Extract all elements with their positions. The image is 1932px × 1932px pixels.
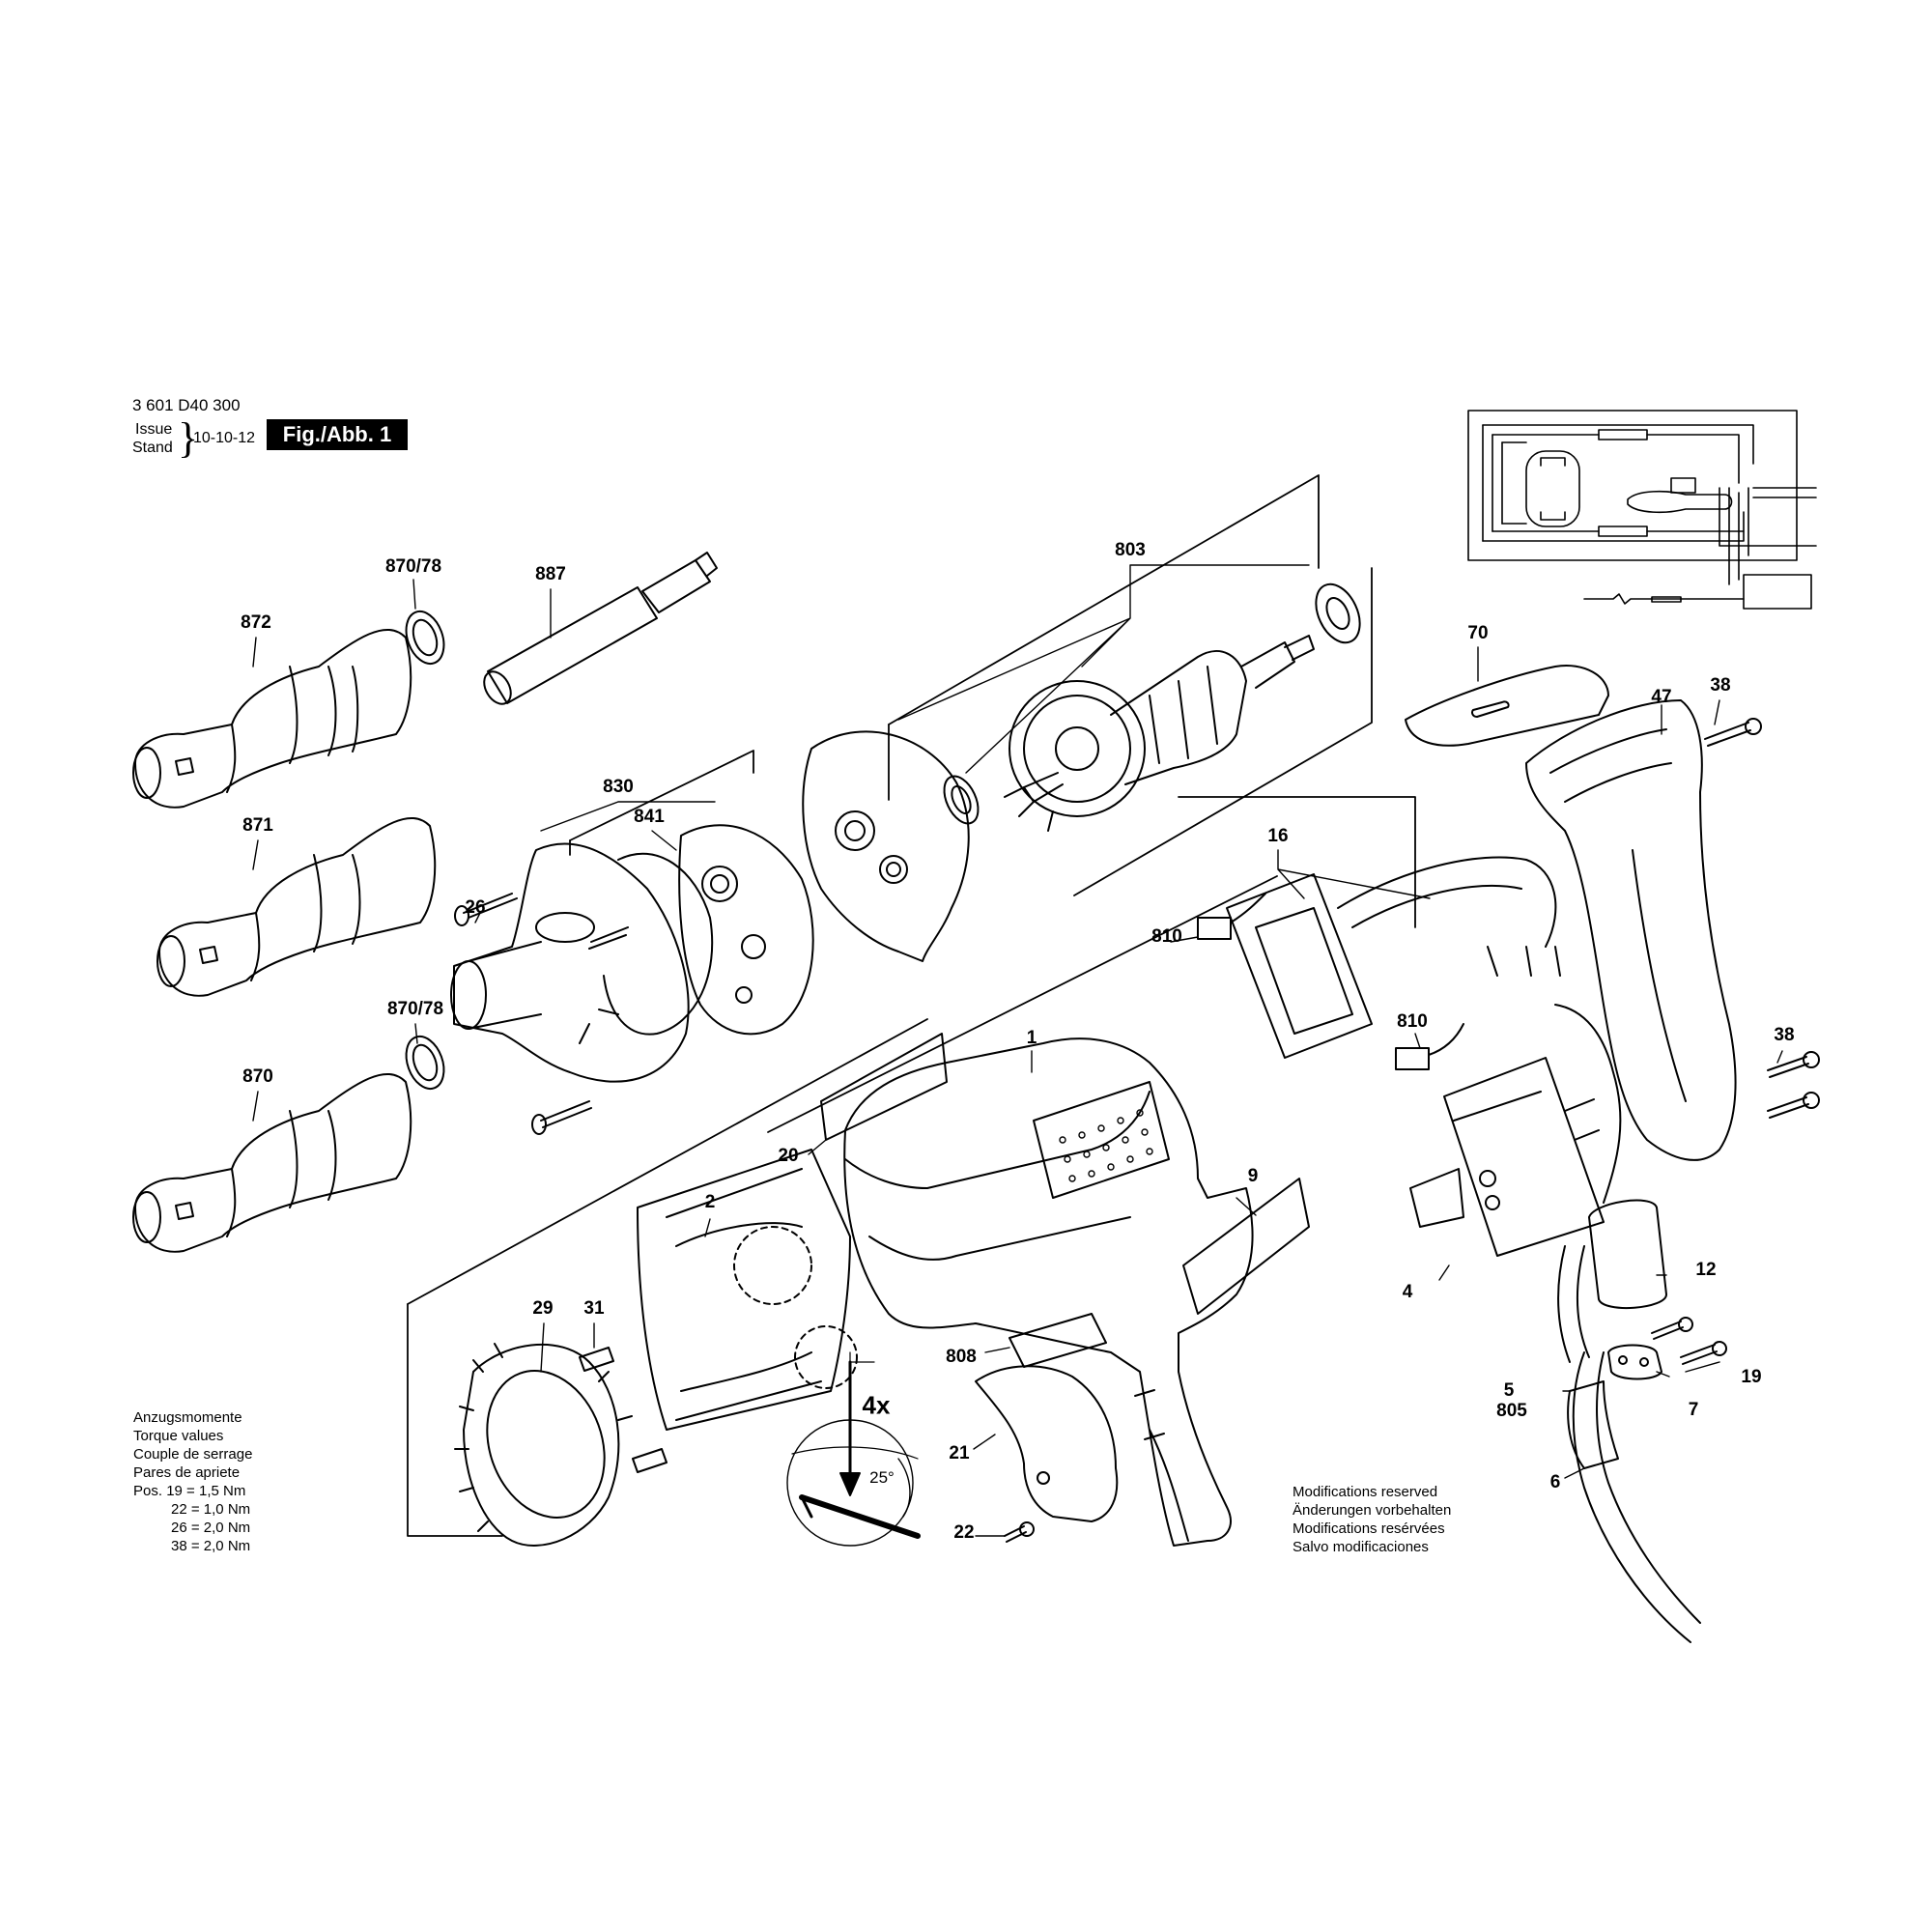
- detail-angle: 25°: [869, 1468, 895, 1487]
- callout-803: 803: [1115, 540, 1146, 560]
- handle-cover-21: [975, 1365, 1119, 1522]
- callout-872: 872: [241, 612, 271, 633]
- stand-label: Stand: [132, 440, 173, 456]
- torque-line: Torque values: [133, 1428, 224, 1444]
- callout-841: 841: [634, 807, 665, 827]
- callout-26: 26: [465, 897, 486, 918]
- callout-20: 20: [778, 1146, 799, 1166]
- wiring-schematic: [1467, 410, 1817, 610]
- seal-ring-870-78-bottom: [405, 1035, 445, 1091]
- field-winding-2: [637, 1149, 858, 1431]
- callout-29: 29: [532, 1298, 554, 1319]
- callout-2: 2: [704, 1192, 716, 1212]
- callout-21: 21: [949, 1443, 970, 1463]
- figure-badge: Fig./Abb. 1: [267, 419, 408, 450]
- torque-values-block: Anzugsmomente Torque values Couple de se…: [133, 1408, 252, 1555]
- torque-row: Pos. 19 = 1,5 Nm: [133, 1483, 246, 1499]
- callout-12: 12: [1695, 1260, 1717, 1280]
- callout-19: 19: [1741, 1367, 1762, 1387]
- callout-16: 16: [1267, 826, 1289, 846]
- callout-887: 887: [535, 564, 566, 584]
- part-number: 3 601 D40 300: [132, 396, 241, 414]
- cable-clamp-7: [1607, 1317, 1727, 1380]
- assembly-frame-lines: [407, 474, 1416, 1537]
- gear-housing-830: [450, 842, 690, 1083]
- bit-sleeve-871: [156, 816, 437, 997]
- brush-holder-16: [1226, 856, 1561, 1059]
- screw-22: [1004, 1521, 1035, 1543]
- torque-row: 22 = 1,0 Nm: [171, 1501, 251, 1518]
- torque-line: Pares de apriete: [133, 1464, 241, 1481]
- callout-870: 870: [242, 1066, 273, 1087]
- power-cable-6: [1557, 1245, 1701, 1643]
- callout-810-top: 810: [1151, 926, 1182, 947]
- issue-date: 10-10-12: [193, 430, 256, 446]
- callout-9: 9: [1247, 1166, 1259, 1186]
- bit-sleeve-872: [132, 628, 412, 809]
- callout-4: 4: [1402, 1282, 1413, 1302]
- switch-4: [1409, 1057, 1605, 1257]
- seal-ring-870-78-top: [405, 610, 445, 666]
- gasket-841: [603, 852, 714, 1036]
- callout-1: 1: [1026, 1028, 1037, 1048]
- bearing-803: [943, 582, 1361, 825]
- bit-holder-887: [483, 552, 718, 705]
- callout-22: 22: [953, 1522, 975, 1543]
- air-guide-ring-29: [454, 1343, 633, 1547]
- callout-47: 47: [1651, 687, 1672, 707]
- callout-830: 830: [603, 777, 634, 797]
- label-808: [1009, 1313, 1107, 1368]
- callout-70: 70: [1467, 623, 1489, 643]
- torque-line: Couple de serrage: [133, 1446, 253, 1463]
- callout-38-bottom: 38: [1774, 1025, 1795, 1045]
- modifications-block: Modifications reserved Änderungen vorbeh…: [1293, 1484, 1452, 1555]
- label-20: [820, 1033, 948, 1141]
- torque-row: 38 = 2,0 Nm: [171, 1538, 251, 1554]
- callout-31: 31: [583, 1298, 605, 1319]
- handle-cap-70: [1405, 665, 1609, 747]
- issue-label: Issue: [135, 421, 173, 438]
- leader-lines: [252, 564, 1783, 1537]
- bit-sleeve-870: [132, 1072, 412, 1253]
- callout-870-78-top: 870/78: [384, 556, 442, 577]
- carbon-brush-810-top: [1197, 917, 1232, 940]
- issue-brace: }: [178, 414, 199, 462]
- torque-row: 26 = 2,0 Nm: [171, 1520, 251, 1536]
- bearing-plate: [678, 824, 814, 1036]
- pin-31: [579, 1347, 668, 1473]
- callout-38-top: 38: [1710, 675, 1731, 696]
- detail-count: 4x: [862, 1390, 891, 1420]
- callout-870-78-bottom: 870/78: [386, 999, 444, 1019]
- callout-871: 871: [242, 815, 273, 836]
- callout-7: 7: [1688, 1400, 1699, 1420]
- motor-end-shield: [802, 730, 970, 962]
- screw-26: [454, 893, 629, 1135]
- rotation-detail: [786, 1351, 921, 1547]
- callout-6: 6: [1549, 1472, 1561, 1492]
- capacitor-12: [1588, 1199, 1667, 1310]
- callout-808: 808: [946, 1347, 977, 1367]
- callout-805: 805: [1496, 1401, 1527, 1421]
- armature-803: [1004, 635, 1315, 832]
- screw-38: [1704, 718, 1820, 1119]
- torque-line: Anzugsmomente: [133, 1409, 242, 1426]
- label-9: [1182, 1178, 1310, 1315]
- handle-shell-47: [1525, 699, 1737, 1161]
- callout-5: 5: [1503, 1380, 1515, 1401]
- callout-810-bottom: 810: [1397, 1011, 1428, 1032]
- motor-housing-1: [843, 1037, 1254, 1547]
- carbon-brush-810-bottom: [1395, 1047, 1430, 1070]
